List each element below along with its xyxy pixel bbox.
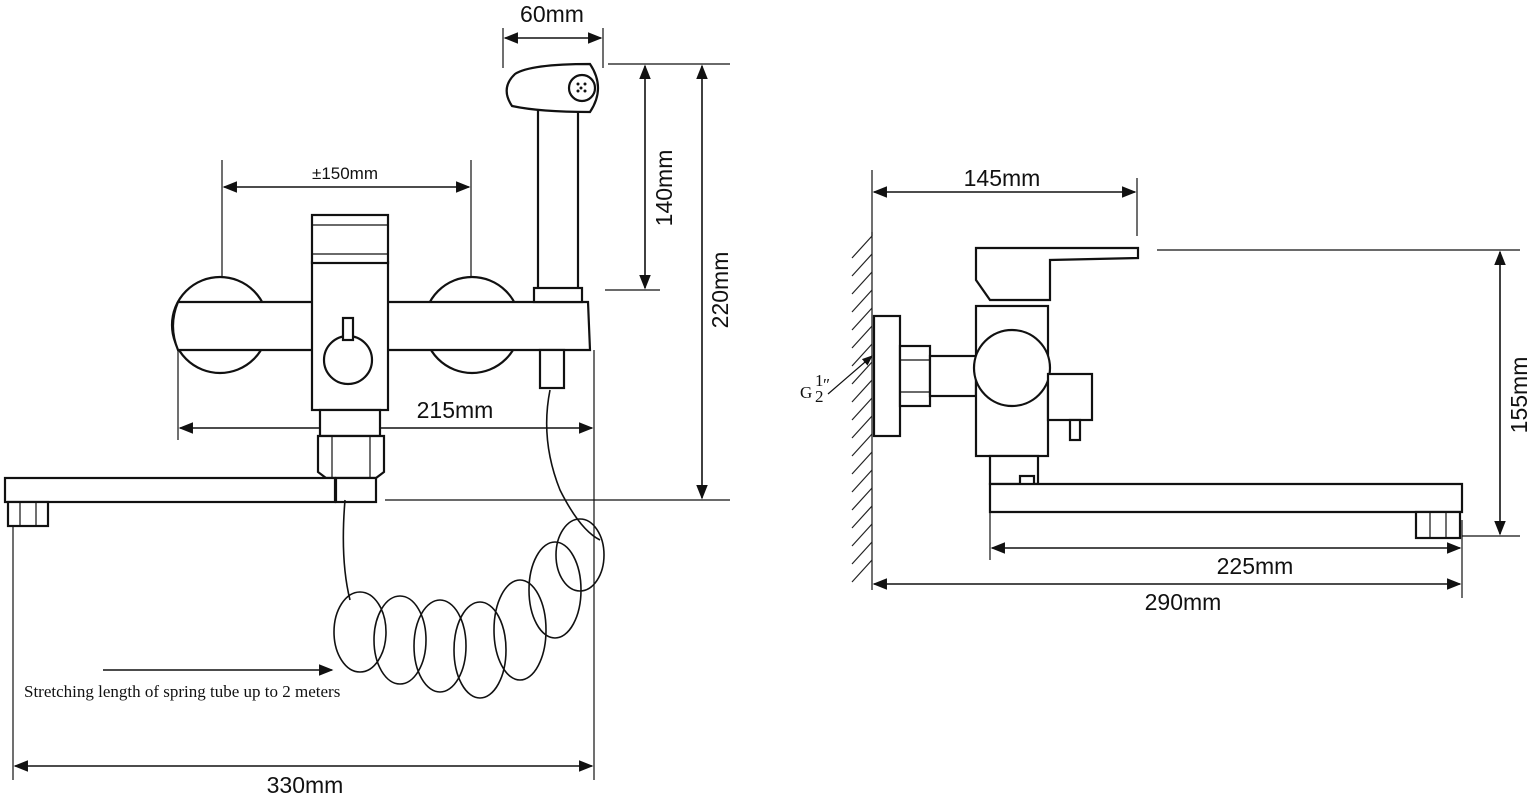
side-dimension-lines (827, 186, 1506, 590)
dim-handle-depth: 145mm (964, 165, 1041, 191)
dim-body-width: 215mm (417, 397, 494, 423)
thread-suffix: ″ (823, 375, 830, 394)
dim-total-height: 220mm (707, 252, 733, 329)
side-extension-lines (871, 170, 1520, 598)
dim-center-distance: ±150mm (312, 164, 378, 183)
side-faucet (872, 246, 1464, 540)
thread-den: 2 (815, 387, 824, 406)
front-dimension-lines (13, 32, 708, 772)
side-view: 145mm 155mm 225mm 290mm G 1 2 ″ (800, 165, 1532, 615)
front-faucet (3, 62, 605, 699)
dim-width-spray-head: 60mm (520, 1, 584, 27)
spring-tube-note: Stretching length of spring tube up to 2… (24, 682, 340, 701)
front-extension-lines (12, 28, 730, 780)
dim-total-width: 330mm (267, 772, 344, 798)
dim-spout-length: 225mm (1217, 553, 1294, 579)
thread-base: G (800, 383, 812, 402)
thread-label: G 1 2 ″ (800, 371, 830, 406)
front-view: 60mm ±150mm 140mm 220mm 215mm 330mm Stre… (3, 1, 733, 798)
wall-hatching (851, 232, 873, 590)
dim-side-height: 155mm (1506, 357, 1532, 434)
dim-total-depth: 290mm (1145, 589, 1222, 615)
spring-tube-coils (333, 518, 605, 699)
dim-spray-holder-height: 140mm (651, 150, 677, 227)
thread-num: 1 (815, 371, 824, 390)
